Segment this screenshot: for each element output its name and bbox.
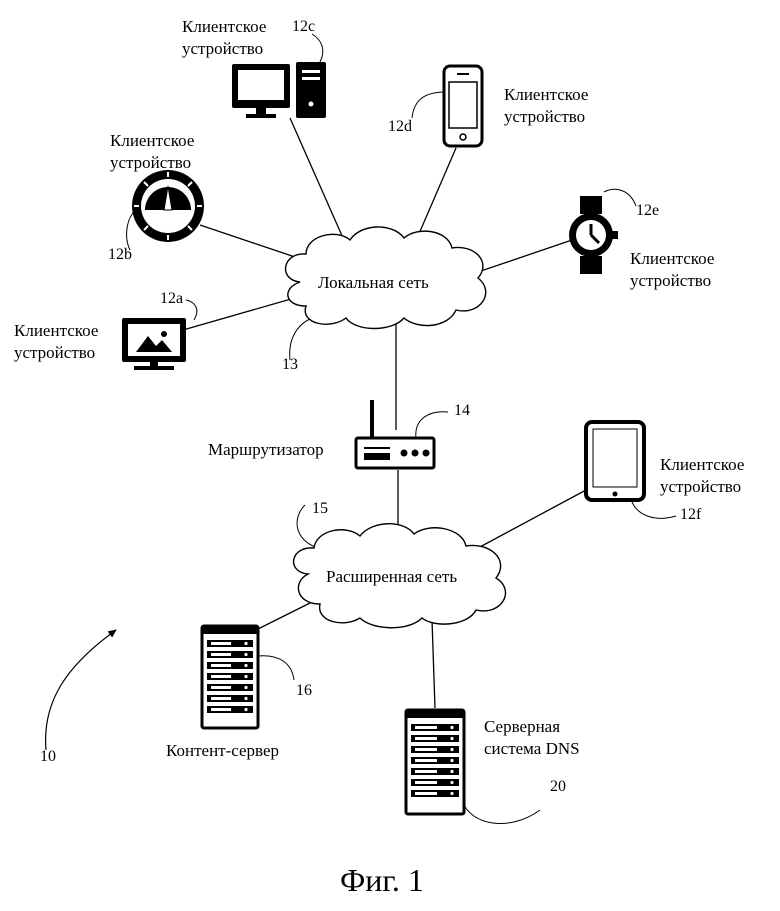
link-wan-dns bbox=[432, 620, 435, 708]
dns-label-line2: система DNS bbox=[484, 738, 580, 759]
smartphone-icon bbox=[444, 66, 482, 146]
leader-14 bbox=[416, 412, 448, 438]
system-arrow bbox=[46, 630, 116, 750]
label-12f-line1: Клиентское bbox=[660, 454, 744, 475]
label-12c-line2: устройство bbox=[182, 38, 263, 59]
ref-15: 15 bbox=[312, 500, 328, 518]
leader-13 bbox=[290, 318, 312, 360]
link-12e-lan bbox=[478, 240, 572, 272]
tablet-icon bbox=[586, 422, 644, 500]
link-12b-lan bbox=[200, 225, 298, 258]
leader-12d bbox=[412, 92, 446, 118]
link-12a-lan bbox=[183, 295, 305, 330]
label-12b-line1: Клиентское bbox=[110, 130, 194, 151]
desktop-computer-icon bbox=[232, 62, 326, 118]
dns-label-line1: Серверная bbox=[484, 716, 560, 737]
label-12b-line2: устройство bbox=[110, 152, 191, 173]
router-label: Маршрутизатор bbox=[208, 439, 324, 460]
label-12d-line1: Клиентское bbox=[504, 84, 588, 105]
link-12c-lan bbox=[290, 118, 343, 238]
leader-12a bbox=[186, 300, 197, 320]
content-server-label: Контент-сервер bbox=[166, 740, 279, 761]
ref-20: 20 bbox=[550, 778, 566, 796]
label-12e-line1: Клиентское bbox=[630, 248, 714, 269]
ref-10: 10 bbox=[40, 748, 56, 766]
dns-server-rack-icon bbox=[406, 710, 464, 814]
link-12d-lan bbox=[418, 148, 456, 236]
link-12f-wan bbox=[478, 490, 586, 548]
label-12a-line1: Клиентское bbox=[14, 320, 98, 341]
tv-monitor-icon bbox=[122, 318, 186, 370]
ref-12f: 12f bbox=[680, 506, 701, 524]
ref-12b: 12b bbox=[108, 246, 132, 264]
link-wan-content bbox=[252, 600, 316, 632]
ref-14: 14 bbox=[454, 402, 470, 420]
label-12e-line2: устройство bbox=[630, 270, 711, 291]
wide-network-label: Расширенная сеть bbox=[326, 566, 457, 587]
content-server-rack-icon bbox=[202, 626, 258, 728]
ref-13: 13 bbox=[282, 356, 298, 374]
router-icon bbox=[356, 400, 434, 468]
ref-12c: 12c bbox=[292, 18, 315, 36]
ref-16: 16 bbox=[296, 682, 312, 700]
label-12f-line2: устройство bbox=[660, 476, 741, 497]
ref-12d: 12d bbox=[388, 118, 412, 136]
figure-caption: Фиг. 1 bbox=[340, 862, 424, 898]
local-network-label: Локальная сеть bbox=[318, 272, 429, 293]
smartwatch-icon bbox=[569, 196, 618, 274]
label-12a-line2: устройство bbox=[14, 342, 95, 363]
ref-12a: 12a bbox=[160, 290, 183, 308]
label-12c-line1: Клиентское bbox=[182, 16, 266, 37]
leader-12e bbox=[604, 189, 636, 206]
gauge-device-icon bbox=[132, 170, 204, 242]
ref-12e: 12e bbox=[636, 202, 659, 220]
leader-20 bbox=[462, 800, 540, 823]
leader-12c bbox=[312, 34, 323, 62]
leader-16 bbox=[258, 656, 294, 680]
leader-12f bbox=[632, 502, 676, 518]
label-12d-line2: устройство bbox=[504, 106, 585, 127]
